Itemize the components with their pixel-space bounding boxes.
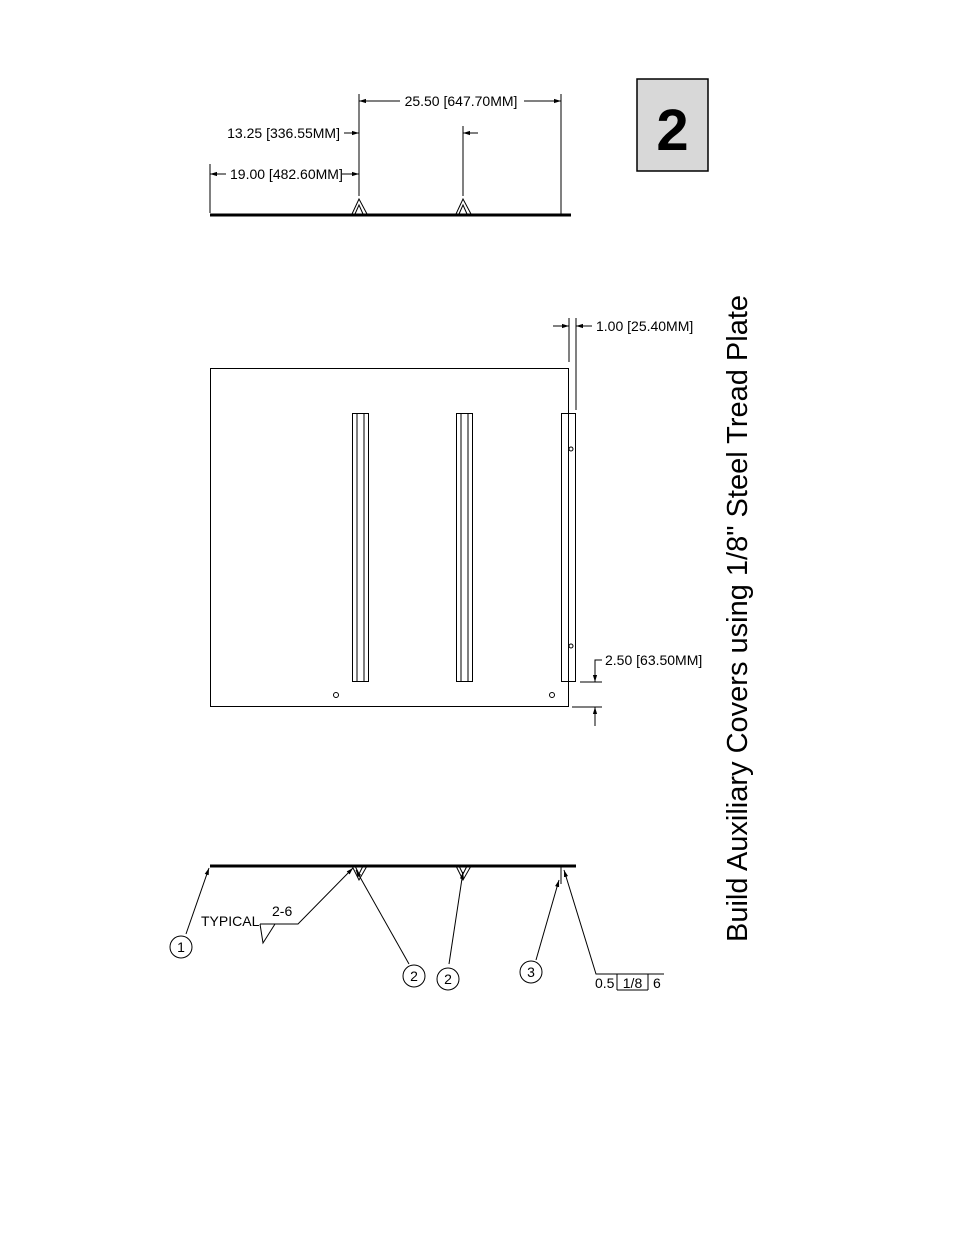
callout-number: 1 [177,939,185,955]
weld-note: 0.5 1/8 6 [595,974,661,991]
callout-number: 2 [444,971,452,987]
callout-balloon: 3 [519,960,543,984]
weld-note-a: 0.5 [595,975,615,991]
callout-balloon: 1 [169,935,193,959]
dim-overall-label: 25.50 [647.70MM] [405,93,518,109]
typical-label: TYPICAL [201,913,260,929]
mounting-hole [549,692,555,698]
weld-symbol-label: 2-6 [272,903,292,919]
dim-bottom-label: 2.50 [63.50MM] [605,652,702,668]
top-elevation-view: 25.50 [647.70MM] 13.25 [336.55MM] 19.00 … [209,93,571,217]
callout-balloon: 2 [402,964,426,988]
edge-bar [561,413,576,682]
dim-middle-label: 13.25 [336.55MM] [227,125,340,141]
plan-view: 1.00 [25.40MM] 2.50 [63.50MM] [210,318,702,726]
section-view: TYPICAL 2-6 1 2 2 3 0.5 1/8 6 [169,864,664,991]
stiffener-angle [456,413,473,682]
stiffener-angle [352,413,369,682]
weld-note-c: 6 [653,975,661,991]
step-number-badge: 2 [636,78,709,172]
dim-left-label: 19.00 [482.60MM] [230,166,343,182]
callout-number: 2 [410,968,418,984]
mounting-hole [333,692,339,698]
page-title: Build Auxiliary Covers using 1/8" Steel … [722,295,754,942]
weld-note-b: 1/8 [623,975,643,991]
dim-edge-label: 1.00 [25.40MM] [596,318,693,334]
callout-number: 3 [527,964,535,980]
step-number: 2 [656,98,688,163]
callout-balloon: 2 [436,967,460,991]
